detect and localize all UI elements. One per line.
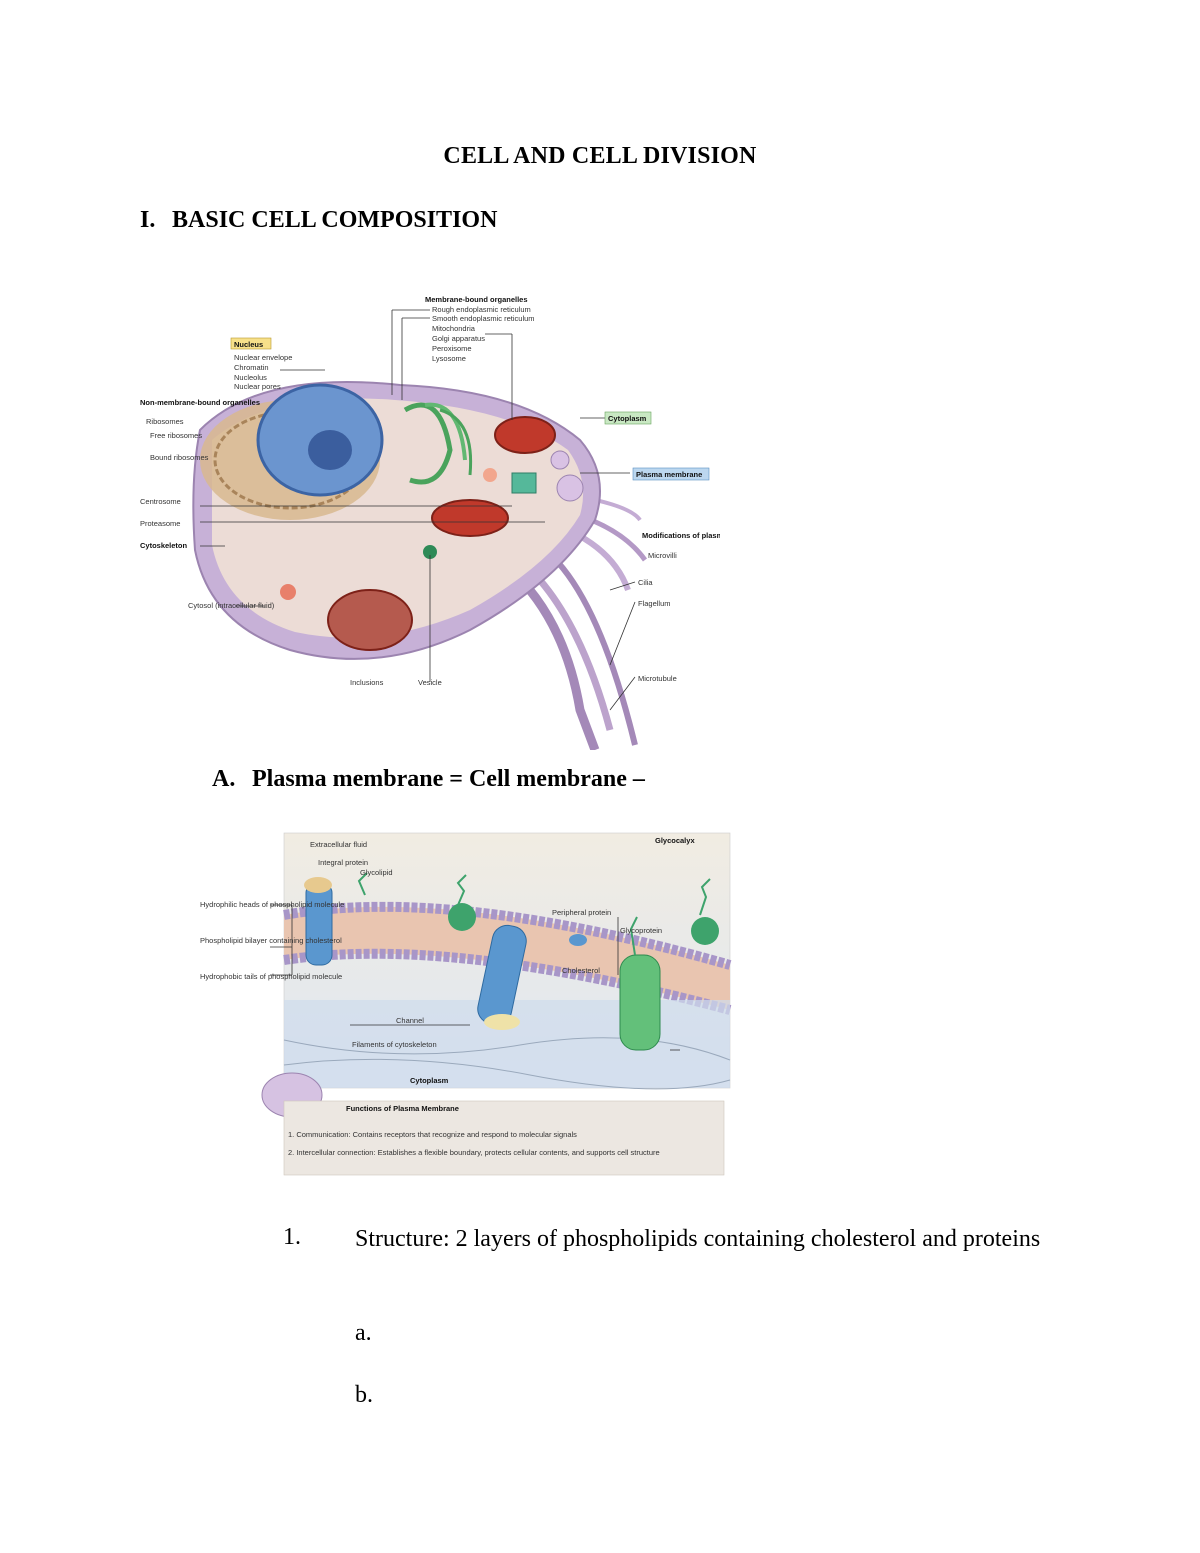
label-glycolipid: Glycolipid xyxy=(360,868,393,877)
label-bound-ribosomes: Bound ribosomes xyxy=(150,453,209,462)
functions-title: Functions of Plasma Membrane xyxy=(346,1104,459,1113)
functions-box: Functions of Plasma Membrane 1. Communic… xyxy=(283,1100,725,1176)
label-nucleus: Nucleus xyxy=(234,340,263,349)
label-peripheral-protein: Peripheral protein xyxy=(552,908,611,917)
label-membrane-bound: Membrane-bound organelles xyxy=(425,295,528,304)
label-cytoplasm: Cytoplasm xyxy=(608,414,647,423)
label-channel: Channel xyxy=(396,1016,424,1025)
subsection-title: Plasma membrane = Cell membrane – xyxy=(252,766,645,792)
list-number-1: 1. xyxy=(283,1224,301,1250)
label-free-ribosomes: Free ribosomes xyxy=(150,431,202,440)
label-golgi: Golgi apparatus xyxy=(432,334,485,343)
label-ribosomes: Ribosomes xyxy=(146,417,184,426)
subsection-heading: A. Plasma membrane = Cell membrane – xyxy=(212,766,645,793)
label-glycocalyx: Glycocalyx xyxy=(655,836,695,845)
label-proteasome: Proteasome xyxy=(140,519,180,528)
label-smooth-er: Smooth endoplasmic reticulum xyxy=(432,314,535,323)
label-chromatin: Chromatin xyxy=(234,363,269,372)
label-lysosome: Lysosome xyxy=(432,354,466,363)
plasma-membrane-figure: Extracellular fluid Integral protein Gly… xyxy=(200,832,732,1176)
label-cilia: Cilia xyxy=(638,578,653,587)
function-2: 2. Intercellular connection: Establishes… xyxy=(288,1148,660,1157)
section-number: I. xyxy=(140,207,156,233)
subsection-letter: A. xyxy=(212,766,236,792)
label-extracellular: Extracellular fluid xyxy=(310,840,367,849)
label-rough-er: Rough endoplasmic reticulum xyxy=(432,305,531,314)
list-number-a: a. xyxy=(355,1320,372,1346)
label-nuclear-pores: Nuclear pores xyxy=(234,382,281,391)
label-mitochondria: Mitochondria xyxy=(432,324,476,333)
label-cytoskeleton: Cytoskeleton xyxy=(140,541,188,550)
label-nuclear-envelope: Nuclear envelope xyxy=(234,353,292,362)
label-microvilli: Microvilli xyxy=(648,551,677,560)
list-text-1: Structure: 2 layers of phospholipids con… xyxy=(355,1226,1041,1252)
cell-diagram-figure: Membrane-bound organelles Rough endoplas… xyxy=(140,295,720,750)
label-microtubule: Microtubule xyxy=(638,674,677,683)
label-nucleolus: Nucleolus xyxy=(234,373,267,382)
label-inclusions: Inclusions xyxy=(350,678,384,687)
section-heading: I. BASIC CELL COMPOSITION xyxy=(140,207,497,234)
label-non-membrane: Non-membrane-bound organelles xyxy=(140,398,260,407)
label-filaments: Filaments of cytoskeleton xyxy=(352,1040,437,1049)
cell-body-drawing xyxy=(192,381,601,660)
section-title: BASIC CELL COMPOSITION xyxy=(172,207,498,233)
cell-leader-lines xyxy=(200,309,636,711)
label-cytoplasm: Cytoplasm xyxy=(410,1076,449,1085)
membrane-proteins-drawing xyxy=(304,872,719,1051)
label-hydrophilic-heads: Hydrophilic heads of phospholipid molecu… xyxy=(200,900,344,909)
membrane-labels: Extracellular fluid Integral protein Gly… xyxy=(200,836,695,1085)
label-vesicle: Vesicle xyxy=(418,678,442,687)
label-hydrophobic-tails: Hydrophobic tails of phospholipid molecu… xyxy=(200,972,342,981)
label-centrosome: Centrosome xyxy=(140,497,181,506)
label-integral-protein: Integral protein xyxy=(318,858,368,867)
label-bilayer: Phospholipid bilayer containing choleste… xyxy=(200,936,342,945)
membrane-leader-lines xyxy=(270,904,680,1051)
list-number-b: b. xyxy=(355,1382,373,1408)
label-glycoprotein: Glycoprotein xyxy=(620,926,662,935)
document-title: CELL AND CELL DIVISION xyxy=(443,143,757,169)
cell-labels: Membrane-bound organelles Rough endoplas… xyxy=(140,295,720,687)
label-plasma-membrane: Plasma membrane xyxy=(636,470,702,479)
label-modifications: Modifications of plasma membrane xyxy=(642,531,720,540)
label-peroxisome: Peroxisome xyxy=(432,344,472,353)
label-cytosol: Cytosol (intracellular fluid) xyxy=(188,601,275,610)
function-1: 1. Communication: Contains receptors tha… xyxy=(288,1130,577,1139)
label-cholesterol: Cholesterol xyxy=(562,966,600,975)
label-flagellum: Flagellum xyxy=(638,599,671,608)
